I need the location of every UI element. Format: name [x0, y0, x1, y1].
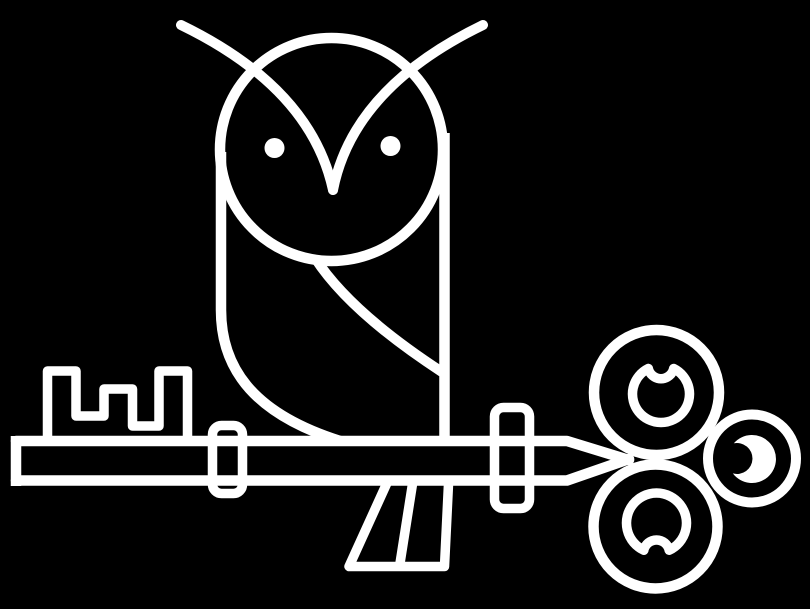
key-bow-right-circle: [703, 409, 801, 508]
owl-head-circle: [214, 32, 449, 267]
owl-tail-feathers: [344, 479, 454, 572]
key-group: [10, 324, 801, 594]
key-shaft-top-edge: [10, 435, 635, 466]
key-collar-left: [207, 420, 248, 499]
key-bow-bottom-circle: [588, 459, 723, 594]
owl-left-brow-tuft: [176, 20, 338, 195]
key-bow-top-notch-ring: [627, 363, 695, 428]
key-bow-top-circle: [588, 324, 725, 461]
owl-body-left-edge: [215, 152, 342, 447]
key-teeth: [42, 366, 193, 445]
owl-right-brow-tuft: [328, 20, 488, 195]
owl-tail-feather-divider: [394, 483, 418, 568]
owl-wing-curve: [310, 255, 445, 377]
key-bow-bottom-notch-ring: [621, 488, 692, 555]
key-shaft: [10, 435, 635, 486]
key-shaft-bottom-edge: [10, 453, 635, 486]
owl-tail-outline: [344, 479, 454, 572]
key-collar-right: [489, 402, 535, 514]
owl-right-eye: [380, 136, 401, 156]
owl-left-eye: [264, 138, 285, 158]
key-bow-crescent: [732, 434, 776, 483]
owl-group: [176, 20, 488, 572]
